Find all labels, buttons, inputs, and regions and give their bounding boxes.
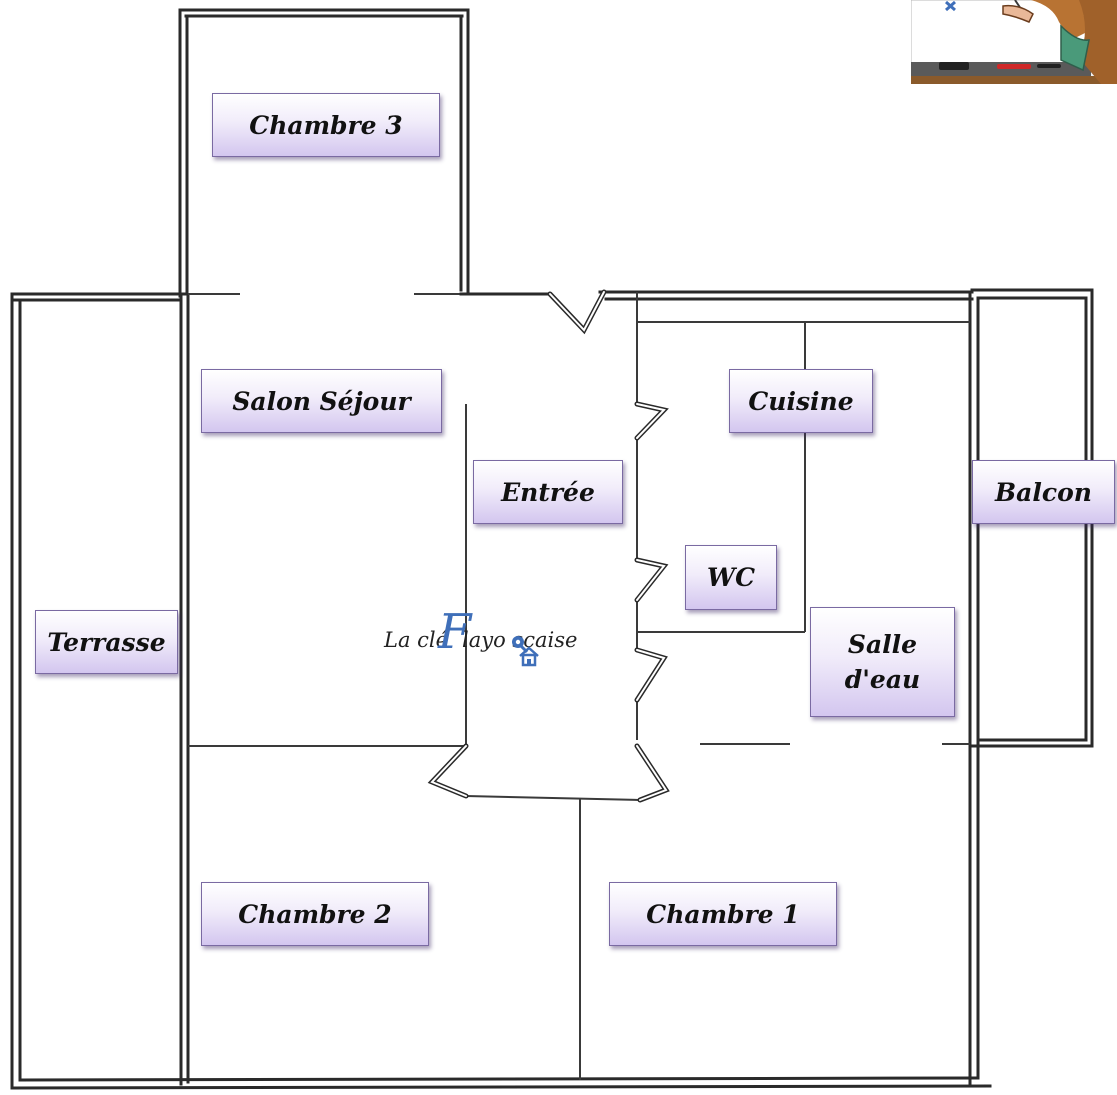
watermark-text-left: La clé — [384, 628, 449, 652]
upper-walls — [459, 290, 974, 301]
room-label-entree: Entrée — [473, 460, 623, 524]
room-label-text: Chambre 3 — [249, 110, 403, 140]
room-label-text-line2: d'eau — [844, 665, 921, 694]
room-label-wc: WC — [685, 545, 777, 610]
room-label-text: Terrasse — [47, 627, 166, 657]
room-label-text: Cuisine — [748, 386, 854, 416]
room-label-text: Chambre 2 — [238, 899, 392, 929]
room-label-salle-deau: Salle d'eau — [810, 607, 955, 717]
room-label-text: Salon Séjour — [232, 386, 411, 416]
room-label-chambre1: Chambre 1 — [609, 882, 837, 946]
room-label-text: Chambre 1 — [646, 899, 800, 929]
watermark-logo: La clé F layo scaise — [384, 604, 624, 670]
teacher-cartoon-icon — [911, 0, 1117, 84]
room-label-chambre3: Chambre 3 — [212, 93, 440, 157]
key-house-logo-icon — [512, 636, 539, 667]
balcon-walls — [968, 288, 1094, 1088]
room-label-cuisine: Cuisine — [729, 369, 873, 433]
room-label-terrasse: Terrasse — [35, 610, 178, 674]
room-label-text: Balcon — [995, 477, 1092, 507]
room-label-balcon: Balcon — [972, 460, 1115, 524]
chambre3-walls — [178, 8, 470, 298]
room-label-text: Entrée — [501, 477, 595, 507]
doors — [427, 289, 670, 803]
room-label-chambre2: Chambre 2 — [201, 882, 429, 946]
terrasse-walls — [10, 292, 992, 1090]
watermark-letter: F — [438, 604, 472, 660]
interior-walls — [188, 292, 970, 1080]
room-label-text: WC — [707, 563, 755, 592]
room-label-salon-sejour: Salon Séjour — [201, 369, 442, 433]
room-label-text-line1: Salle — [847, 630, 918, 659]
